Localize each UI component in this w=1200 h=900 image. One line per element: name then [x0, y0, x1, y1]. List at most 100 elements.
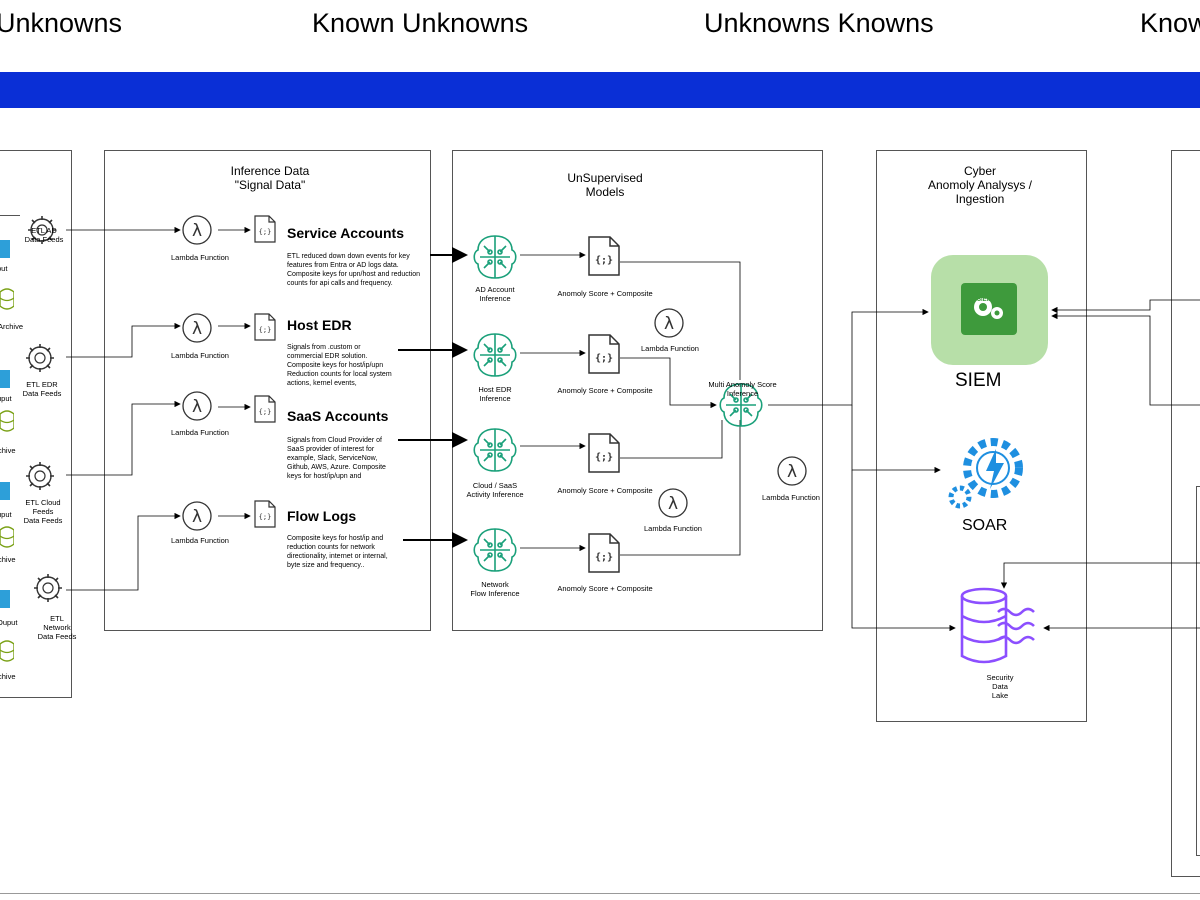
siem-badge: SIEM: [977, 297, 992, 303]
header-band: [0, 72, 1200, 108]
header-label-unknowns-knowns: Unknowns Knowns: [704, 8, 934, 38]
etl-label: ETL EDR Data Feeds: [22, 380, 62, 398]
right-panel: [1171, 150, 1200, 877]
json-doc-icon: {;}: [254, 313, 276, 341]
svg-text:{;}: {;}: [595, 353, 613, 364]
svg-text:λ: λ: [192, 221, 202, 241]
archive-label: chive: [0, 446, 16, 455]
signal-desc-service-accounts: ETL reduced down down events for key fea…: [287, 253, 421, 287]
lambda-label: Lambda Function: [171, 253, 229, 262]
json-doc-icon: {;}: [254, 215, 276, 243]
unsupervised-panel-title: UnSupervised Models: [567, 171, 643, 199]
archive-icon: [0, 410, 14, 432]
score-label: Anomoly Score + Composite: [557, 386, 653, 395]
archive-icon: [0, 640, 14, 662]
svg-text:{;}: {;}: [259, 513, 272, 521]
siem-label: SIEM: [955, 370, 1002, 391]
json-doc-icon: {;}: [254, 500, 276, 528]
lambda-label: Lambda Function: [762, 493, 820, 502]
output-label: put: [0, 264, 8, 273]
output-label: uput: [0, 510, 12, 519]
model-label: Network Flow Inference: [470, 580, 520, 598]
svg-text:λ: λ: [668, 494, 678, 514]
multi-anomaly-label: Multi Anomoly Score Inference: [708, 380, 777, 398]
gear-cycle-icon: [26, 344, 54, 372]
ml-brain-icon: [473, 528, 517, 572]
lambda-label: Lambda Function: [644, 524, 702, 533]
json-doc-icon: {;}: [588, 533, 620, 573]
json-doc-icon: {;}: [588, 433, 620, 473]
signal-title-host-edr: Host EDR: [287, 317, 352, 333]
header-label-known-unknowns: Known Unknowns: [312, 8, 529, 38]
output-icon: [0, 240, 10, 258]
etl-group-edr: ETL EDR Data Feeds uput chive: [0, 340, 80, 460]
signal-title-flow-logs: Flow Logs: [287, 508, 357, 524]
svg-text:λ: λ: [192, 319, 202, 339]
ml-brain-icon: [473, 235, 517, 279]
ml-brain-icon: [473, 428, 517, 472]
cyber-panel: [876, 150, 1087, 722]
output-label: uput: [0, 394, 12, 403]
archive-label: chive: [0, 555, 16, 564]
svg-text:λ: λ: [664, 314, 674, 334]
lambda-label: Lambda Function: [641, 344, 699, 353]
etl-panel: [0, 150, 72, 698]
model-label: Host EDR Inference: [478, 385, 512, 403]
svg-text:λ: λ: [192, 397, 202, 417]
inference-panel-title: Inference Data "Signal Data": [230, 164, 310, 192]
gear-cycle-icon: [26, 462, 54, 490]
score-label: Anomoly Score + Composite: [557, 584, 653, 593]
output-icon: [0, 590, 10, 608]
lambda-icon: λ: [182, 391, 212, 421]
score-label: Anomoly Score + Composite: [557, 289, 653, 298]
footer-divider: [0, 893, 1200, 894]
model-label: AD Account Inference: [475, 285, 515, 303]
soar-label: SOAR: [962, 517, 1008, 534]
lambda-label: Lambda Function: [171, 351, 229, 360]
soar-icon: [948, 438, 1023, 509]
ml-brain-icon: [473, 333, 517, 377]
output-label: Ouput: [0, 618, 18, 627]
right-inner-panel: [1196, 486, 1200, 856]
signal-desc-host-edr: Signals from .custom or commercial EDR s…: [287, 344, 392, 387]
json-doc-icon: {;}: [254, 395, 276, 423]
header-label-known: Know: [1140, 8, 1200, 38]
signal-title-saas-accounts: SaaS Accounts: [287, 408, 389, 424]
model-label: Cloud / SaaS Activity Inference: [466, 481, 524, 499]
svg-text:{;}: {;}: [595, 255, 613, 266]
siem-icon: SIEM: [931, 255, 1048, 365]
archive-label: Archive: [0, 322, 24, 331]
ml-brain-icon: [719, 383, 763, 427]
data-lake-icon: [960, 587, 1035, 664]
lambda-icon: λ: [182, 215, 212, 245]
etl-label: ETL Network Data Feeds: [37, 614, 77, 641]
lambda-icon: λ: [182, 313, 212, 343]
etl-group-network: ETL Network Data Feeds Ouput chive: [0, 572, 80, 692]
inference-panel: [104, 150, 431, 631]
lambda-icon: λ: [777, 456, 807, 486]
svg-text:{;}: {;}: [259, 326, 272, 334]
header-label-unknowns: Unknowns: [0, 8, 123, 38]
signal-desc-saas-accounts: Signals from Cloud Provider of SaaS prov…: [287, 437, 386, 480]
lambda-label: Lambda Function: [171, 428, 229, 437]
lake-label: Security Data Lake: [986, 673, 1014, 700]
archive-icon: [0, 288, 14, 310]
gear-cycle-icon: [28, 216, 56, 244]
svg-text:λ: λ: [192, 507, 202, 527]
etl-label: ETL AD Data Feeds: [24, 226, 64, 244]
cyber-panel-title: Cyber Anomoly Analysys / Ingestion: [927, 164, 1033, 206]
score-label: Anomoly Score + Composite: [557, 486, 653, 495]
etl-group-cloud: ETL Cloud Feeds Data Feeds uput chive: [0, 458, 80, 570]
output-icon: [0, 482, 10, 500]
lambda-icon: λ: [658, 488, 688, 518]
archive-label: chive: [0, 672, 16, 681]
svg-text:{;}: {;}: [595, 552, 613, 563]
json-doc-icon: {;}: [588, 236, 620, 276]
signal-title-service-accounts: Service Accounts: [287, 225, 404, 241]
lambda-icon: λ: [182, 501, 212, 531]
signal-desc-flow-logs: Composite keys for host/ip and reduction…: [287, 535, 388, 569]
etl-group-ad: ETL AD Data Feeds put Archive: [0, 210, 80, 340]
svg-text:{;}: {;}: [259, 228, 272, 236]
svg-text:{;}: {;}: [259, 408, 272, 416]
